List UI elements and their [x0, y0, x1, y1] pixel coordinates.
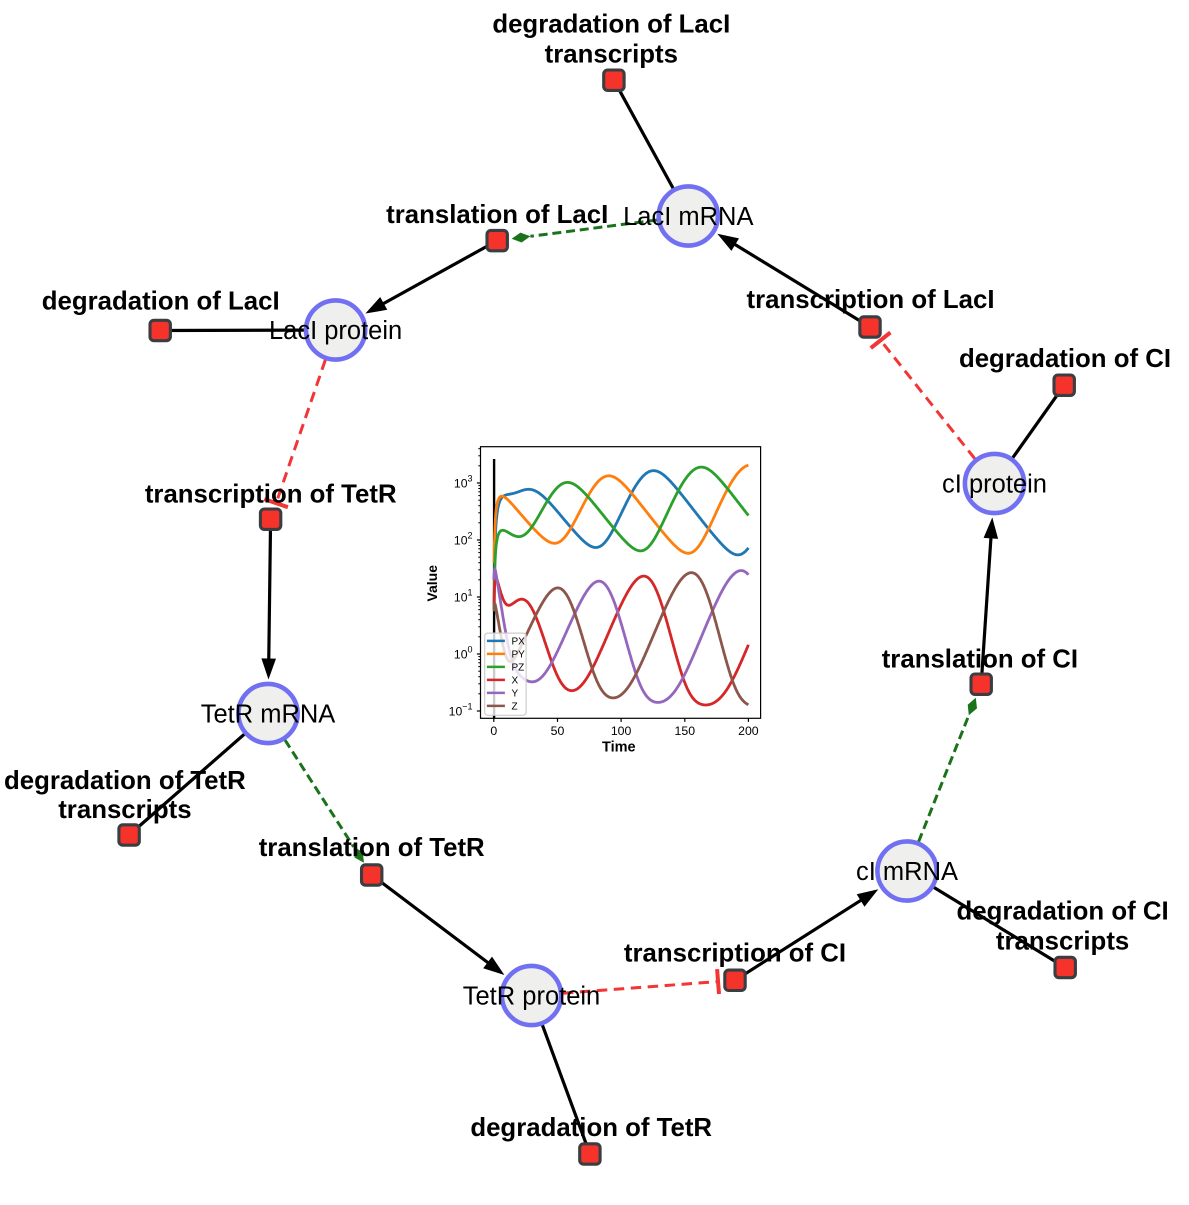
svg-text:transcripts: transcripts [545, 41, 678, 69]
svg-text:200: 200 [738, 724, 759, 738]
svg-text:LacI mRNA: LacI mRNA [623, 203, 753, 231]
svg-text:translation of TetR: translation of TetR [259, 834, 485, 862]
svg-text:TetR mRNA: TetR mRNA [201, 701, 336, 729]
svg-text:transcription of CI: transcription of CI [624, 940, 846, 968]
svg-text:LacI protein: LacI protein [269, 317, 402, 345]
svg-text:PY: PY [512, 650, 526, 661]
svg-text:transcripts: transcripts [58, 796, 191, 824]
svg-text:degradation of CI: degradation of CI [959, 345, 1171, 373]
svg-text:Value: Value [424, 565, 440, 602]
svg-text:Time: Time [602, 740, 636, 756]
svg-text:50: 50 [551, 724, 565, 738]
svg-text:Y: Y [512, 689, 519, 700]
svg-text:150: 150 [675, 724, 696, 738]
svg-text:PZ: PZ [512, 663, 525, 674]
svg-text:PX: PX [512, 637, 526, 648]
svg-text:transcription of TetR: transcription of TetR [145, 480, 397, 508]
svg-text:transcripts: transcripts [996, 927, 1129, 955]
svg-text:degradation of LacI: degradation of LacI [492, 11, 730, 39]
svg-text:degradation of LacI: degradation of LacI [42, 288, 280, 316]
svg-text:transcription of LacI: transcription of LacI [747, 286, 995, 314]
svg-text:100: 100 [611, 724, 632, 738]
svg-text:degradation of TetR: degradation of TetR [470, 1114, 712, 1142]
svg-text:degradation of TetR: degradation of TetR [4, 767, 246, 795]
svg-text:translation of CI: translation of CI [882, 646, 1078, 674]
svg-text:degradation of CI: degradation of CI [957, 897, 1169, 925]
svg-text:translation of LacI: translation of LacI [386, 201, 608, 229]
svg-text:TetR protein: TetR protein [463, 983, 601, 1011]
svg-text:cI protein: cI protein [942, 471, 1047, 499]
svg-text:X: X [512, 676, 519, 687]
svg-text:0: 0 [490, 724, 497, 738]
svg-text:Z: Z [512, 702, 518, 713]
svg-text:cI mRNA: cI mRNA [856, 858, 958, 886]
